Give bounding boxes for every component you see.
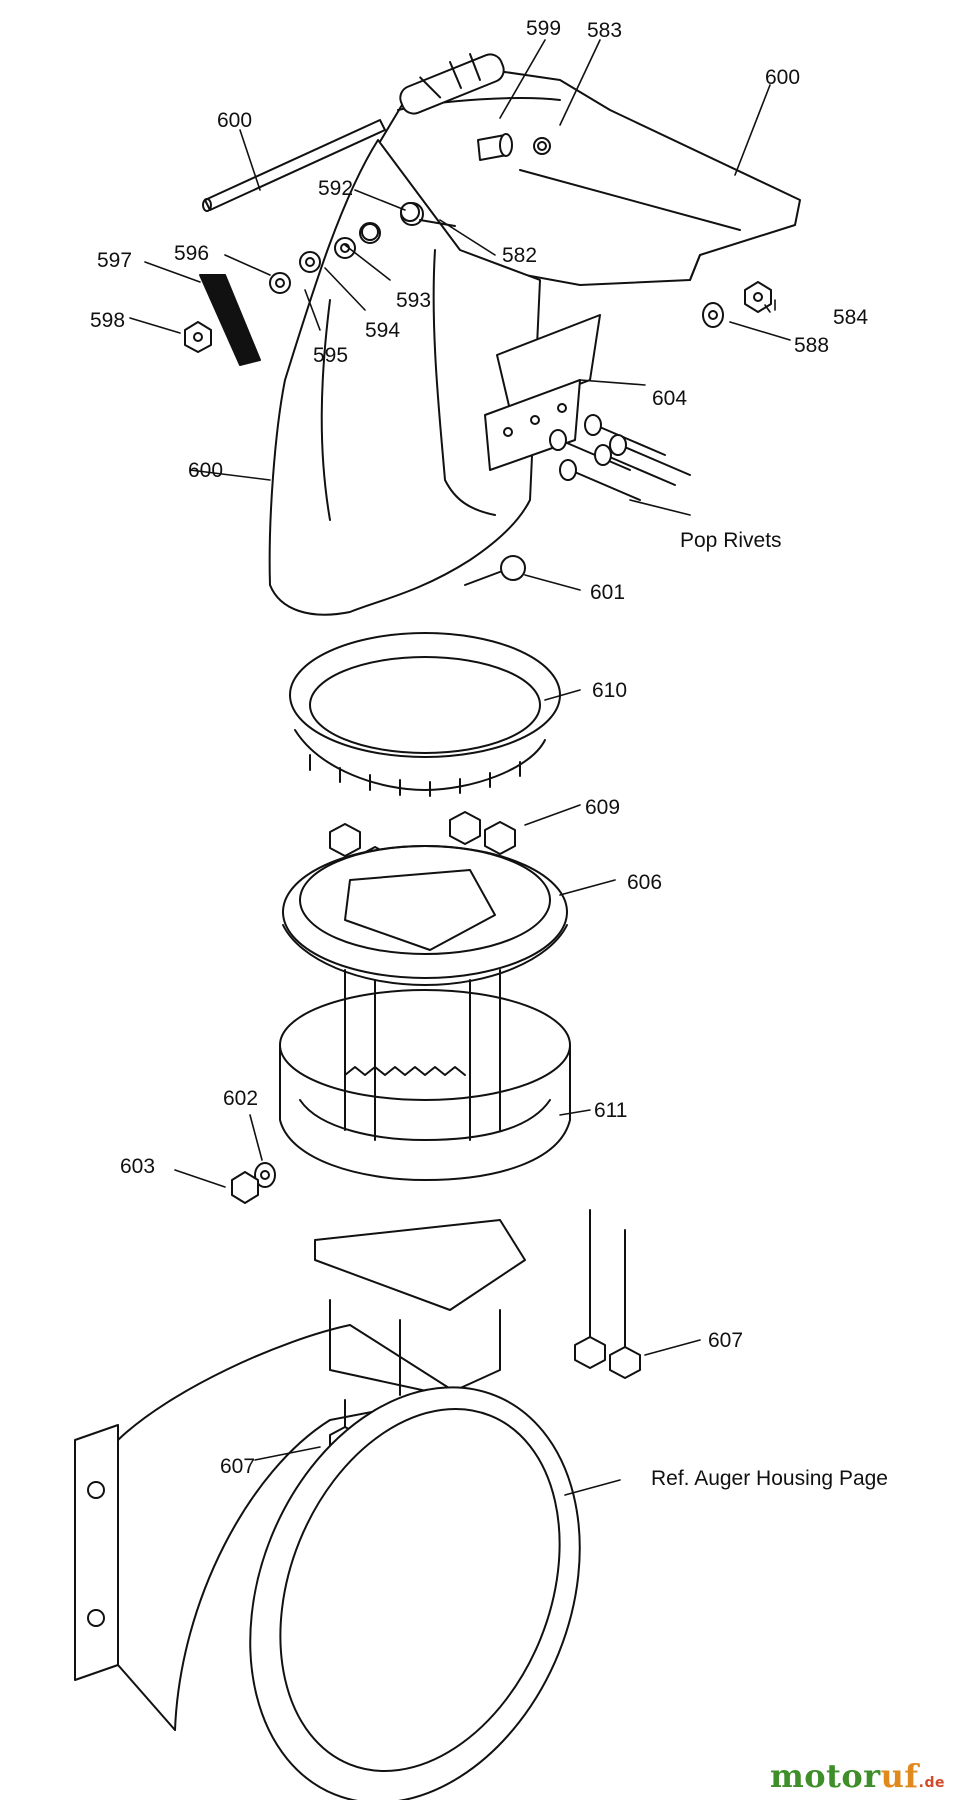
label-583: 583 [587, 19, 623, 42]
label-603: 603 [120, 1155, 156, 1178]
label-597: 597 [97, 249, 133, 272]
watermark-part2: uf [880, 1757, 919, 1795]
bolts-607-right [574, 1209, 641, 1379]
nut-603 [231, 1162, 276, 1204]
ring-610 [289, 632, 561, 797]
label-ref-auger-housing: Ref. Auger Housing Page [651, 1467, 888, 1490]
auger-housing [74, 1324, 581, 1800]
knob-hardware [184, 223, 379, 366]
label-599: 599 [526, 17, 562, 40]
label-607-left: 607 [220, 1455, 256, 1478]
label-595: 595 [313, 344, 349, 367]
leader-lines [129, 39, 791, 1496]
bolt-601 [464, 555, 526, 586]
watermark-suffix: .de [918, 1775, 945, 1791]
label-594: 594 [365, 319, 401, 342]
rod [202, 119, 386, 212]
hinge [399, 53, 505, 115]
label-604: 604 [652, 387, 688, 410]
label-598: 598 [90, 309, 126, 332]
pop-rivets [549, 414, 691, 501]
label-588: 588 [794, 334, 830, 357]
label-607-right: 607 [708, 1329, 744, 1352]
label-600-deflector: 600 [765, 66, 801, 89]
ring-gear-611 [279, 969, 571, 1181]
label-600-rod: 600 [217, 109, 253, 132]
label-596: 596 [174, 242, 210, 265]
label-pop-rivets: Pop Rivets [680, 529, 782, 552]
label-611: 611 [594, 1099, 628, 1122]
watermark-logo: motoruf.de [770, 1760, 945, 1792]
watermark-part1: motor [769, 1757, 881, 1795]
label-600-chute: 600 [188, 459, 224, 482]
label-601: 601 [590, 581, 626, 604]
label-582: 582 [502, 244, 538, 267]
label-592: 592 [318, 177, 354, 200]
right-hardware [702, 281, 772, 328]
label-584: 584 [833, 306, 869, 329]
label-610: 610 [592, 679, 628, 702]
label-602: 602 [223, 1087, 259, 1110]
label-593: 593 [396, 289, 432, 312]
rear-plate [484, 314, 601, 471]
plate-606 [282, 845, 568, 986]
label-609: 609 [585, 796, 621, 819]
label-606: 606 [627, 871, 663, 894]
